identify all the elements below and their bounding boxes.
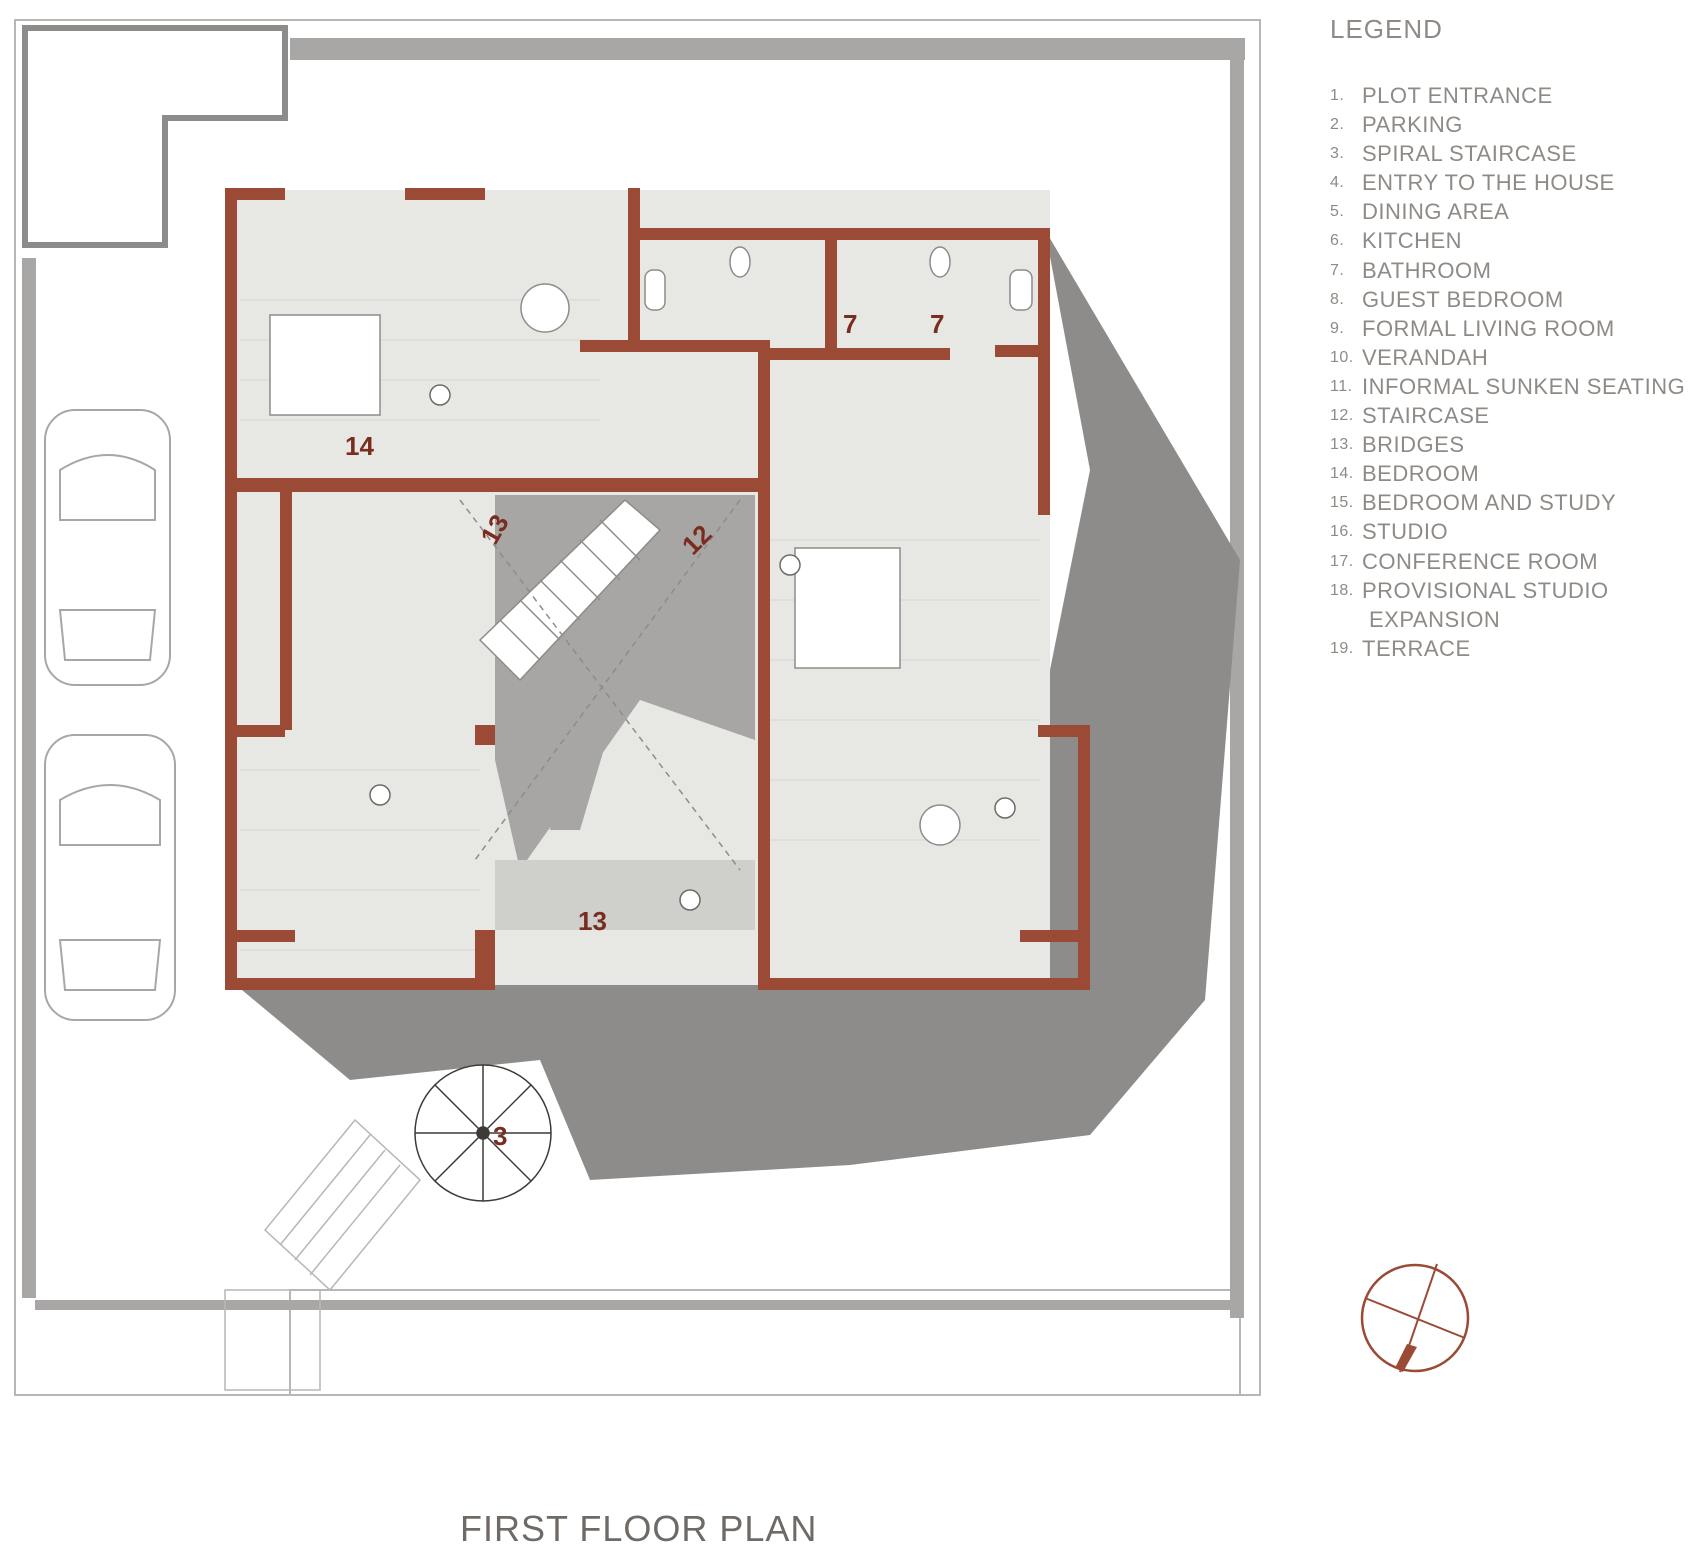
walls xyxy=(225,188,1090,990)
legend-item-number: 17. xyxy=(1330,552,1354,570)
legend-list: 1. PLOT ENTRANCE 2. PARKING 3. SPIRAL STAIRCA… xyxy=(1330,81,1690,663)
car-icon xyxy=(44,734,176,1021)
legend-item-number: 11. xyxy=(1330,377,1353,395)
legend-item-text: SPIRAL STAIRCASE xyxy=(1362,141,1577,167)
legend-item: 7. BATHROOM xyxy=(1330,256,1690,285)
terrace-block xyxy=(22,25,288,248)
legend-item-number: 6. xyxy=(1330,232,1345,250)
legend-item-number: 3. xyxy=(1330,145,1345,163)
legend-item-number: 12. xyxy=(1330,407,1354,425)
legend-item: 11. INFORMAL SUNKEN SEATING xyxy=(1330,372,1690,401)
legend-item: 15. BEDROOM AND STUDY xyxy=(1330,488,1690,517)
plan-title: FIRST FLOOR PLAN xyxy=(460,1508,818,1549)
site-shadows xyxy=(22,38,1245,1318)
legend-item-number: 9. xyxy=(1330,319,1345,337)
person-icon xyxy=(369,384,1016,911)
legend-item-text-continuation: EXPANSION xyxy=(1369,606,1501,632)
legend-item-number: 16. xyxy=(1330,523,1354,541)
legend-item-number: 4. xyxy=(1330,174,1345,192)
legend-item-text: BATHROOM xyxy=(1362,257,1492,283)
legend-item: 18. PROVISIONAL STUDIO xyxy=(1330,576,1690,605)
legend-item: 12. STAIRCASE xyxy=(1330,401,1690,430)
legend-item-text: PARKING xyxy=(1362,112,1463,138)
legend-item: 19. TERRACE xyxy=(1330,634,1690,663)
bathroom-fixtures xyxy=(644,246,1033,311)
legend-item-number: 14. xyxy=(1330,465,1354,483)
legend-item-text: STAIRCASE xyxy=(1362,403,1490,429)
legend-item: 10. VERANDAH xyxy=(1330,343,1690,372)
floor-plan-drawing: 7 7 14 13 12 13 3 xyxy=(14,19,1261,1396)
legend-item-number: 7. xyxy=(1330,261,1345,279)
car-icon xyxy=(44,409,171,686)
legend-item-text: STUDIO xyxy=(1362,519,1449,545)
legend-item-text: DINING AREA xyxy=(1362,199,1510,225)
legend-item: 17. CONFERENCE ROOM xyxy=(1330,547,1690,576)
room-label-bedroom: 14 xyxy=(345,431,374,461)
legend-item: 6. KITCHEN xyxy=(1330,226,1690,255)
legend-item-text: KITCHEN xyxy=(1362,228,1463,254)
legend-item-text: INFORMAL SUNKEN SEATING xyxy=(1362,373,1686,399)
legend-item-text: TERRACE xyxy=(1362,635,1471,661)
bed xyxy=(269,283,961,846)
legend-item-text: BEDROOM AND STUDY xyxy=(1362,490,1617,516)
legend-item-number: 8. xyxy=(1330,290,1345,308)
legend-item: 8. GUEST BEDROOM xyxy=(1330,285,1690,314)
legend-item-number: 15. xyxy=(1330,494,1354,512)
legend-item-number: 10. xyxy=(1330,348,1354,366)
room-label-bathroom-a: 7 xyxy=(843,309,857,339)
legend-item-continuation: EXPANSION xyxy=(1330,605,1690,634)
legend-item: 1. PLOT ENTRANCE xyxy=(1330,81,1690,110)
entry-stairs xyxy=(224,1118,422,1391)
legend-item-text: ENTRY TO THE HOUSE xyxy=(1362,170,1615,196)
spiral-staircase xyxy=(414,1064,552,1202)
legend-item-number: 1. xyxy=(1330,87,1345,104)
legend-item-text: PROVISIONAL STUDIO xyxy=(1362,577,1609,603)
legend-item-number: 2. xyxy=(1330,116,1345,134)
legend-item-text: BEDROOM xyxy=(1362,461,1480,487)
legend-item: 3. SPIRAL STAIRCASE xyxy=(1330,139,1690,168)
legend-item: 4. ENTRY TO THE HOUSE xyxy=(1330,168,1690,197)
legend-item: 5. DINING AREA xyxy=(1330,197,1690,226)
legend-item: 13. BRIDGES xyxy=(1330,430,1690,459)
legend-item-text: GUEST BEDROOM xyxy=(1362,286,1564,312)
legend-item: 16. STUDIO xyxy=(1330,517,1690,546)
legend-item: 14. BEDROOM xyxy=(1330,459,1690,488)
legend-item-number: 5. xyxy=(1330,203,1345,221)
legend-item-text: FORMAL LIVING ROOM xyxy=(1362,315,1615,341)
room-label-bathroom-b: 7 xyxy=(930,309,944,339)
legend-item-text: PLOT ENTRANCE xyxy=(1362,83,1553,108)
legend-item: 2. PARKING xyxy=(1330,110,1690,139)
site-boundary xyxy=(14,19,1261,1396)
room-label-spiral-staircase: 3 xyxy=(493,1121,507,1151)
legend: LEGEND 1. PLOT ENTRANCE 2. PARKING 3. SPIRAL … xyxy=(1330,14,1690,663)
legend-item: 9. FORMAL LIVING ROOM xyxy=(1330,314,1690,343)
legend-item-text: VERANDAH xyxy=(1362,344,1489,370)
legend-item-number: 19. xyxy=(1330,639,1354,657)
legend-item-text: BRIDGES xyxy=(1362,432,1465,458)
legend-item-number: 18. xyxy=(1330,581,1354,599)
north-arrow-icon xyxy=(1360,1263,1470,1373)
legend-title: LEGEND xyxy=(1330,14,1443,44)
legend-item-text: CONFERENCE ROOM xyxy=(1362,548,1599,574)
room-label-bridge-bottom: 13 xyxy=(578,906,607,936)
legend-item-number: 13. xyxy=(1330,436,1354,454)
main-staircase xyxy=(459,498,741,871)
